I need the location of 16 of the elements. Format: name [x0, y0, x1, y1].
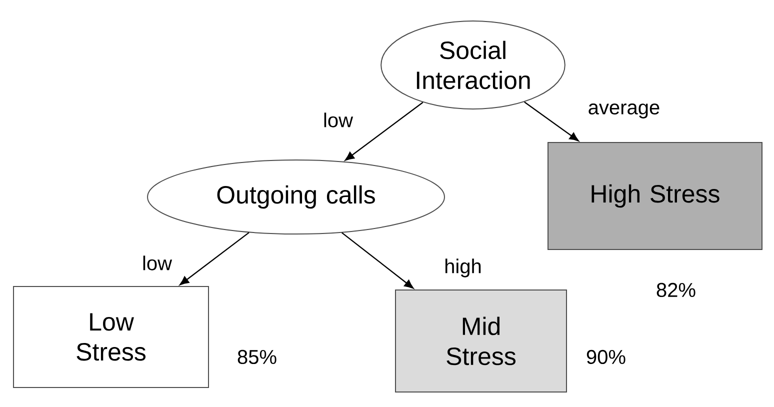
arrow — [344, 102, 424, 161]
arrow — [180, 232, 250, 286]
edge-label: low — [143, 256, 172, 270]
ellipse-node: Social Interaction — [380, 20, 566, 110]
box-node: Mid Stress — [395, 289, 567, 392]
box-node: Low Stress — [13, 286, 209, 388]
percentage-label: 85% — [238, 350, 276, 364]
percentage-label: 82% — [656, 282, 696, 298]
arrow — [524, 101, 579, 142]
edge-label: average — [588, 104, 660, 118]
edge-label: high — [445, 258, 481, 278]
percentage-label: 90% — [586, 350, 626, 364]
ellipse-node: Outgoing calls — [147, 160, 445, 234]
edge-label: low — [324, 112, 354, 128]
box-node: High Stress — [548, 142, 762, 250]
arrow — [341, 232, 414, 289]
